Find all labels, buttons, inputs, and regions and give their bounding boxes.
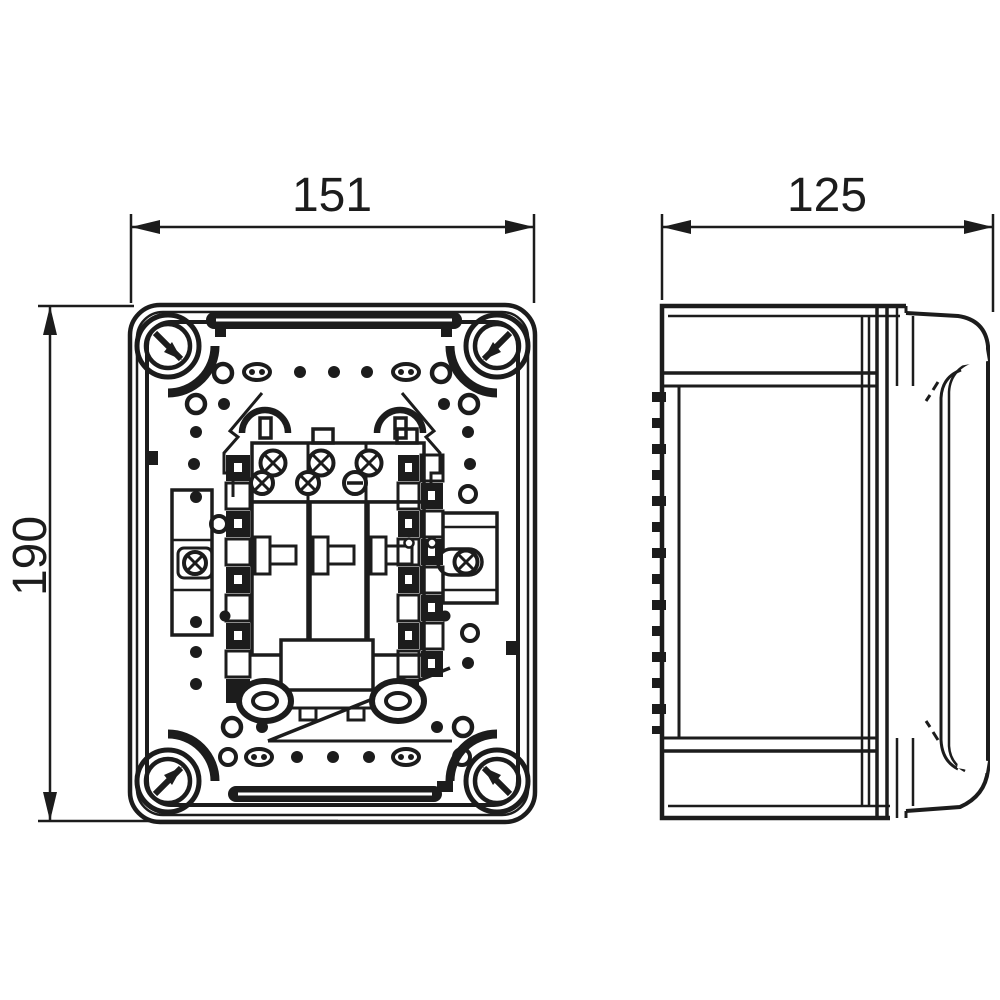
diagonal-brace: [267, 666, 451, 743]
corner-screw-bottom-right: [463, 747, 531, 815]
corner-screw-top-right: [463, 312, 531, 380]
lid-profile: [904, 306, 990, 818]
lid-seam-lines: [860, 306, 915, 818]
lid-latch-top: [957, 349, 988, 366]
wall-notch-right: [506, 641, 517, 655]
arrowhead-left: [662, 220, 691, 234]
arrowhead-right: [505, 220, 534, 234]
din-rail-left: [170, 488, 214, 637]
side-view: [652, 303, 990, 821]
switch-pole: [308, 500, 368, 657]
lower-band: [285, 688, 377, 710]
dimension-height-value: 190: [4, 516, 57, 596]
arc-chamber-plate: [279, 638, 375, 692]
mounting-foot-right: [369, 678, 427, 724]
hidden-edge-dashes: [924, 381, 940, 741]
zigzag-right: [400, 392, 442, 497]
enclosure-outline: [127, 302, 538, 825]
dimension-depth-value: 125: [787, 169, 867, 222]
mounting-ear-left: [238, 406, 292, 440]
arrowhead-top: [43, 306, 57, 335]
lid-seam-band-top: [206, 312, 462, 337]
corner-screw-bottom-left: [134, 747, 202, 815]
corner-screw-top-left: [134, 312, 202, 380]
front-view: [127, 302, 538, 825]
lid-latch-bottom: [957, 756, 988, 773]
arrowhead-left: [131, 220, 160, 234]
mounting-foot-left: [236, 678, 294, 724]
arrowhead-bottom: [43, 792, 57, 821]
dimension-width: 151: [129, 169, 536, 303]
dimension-height: 190: [4, 304, 338, 823]
lid-seam-band-bottom: [228, 781, 453, 802]
terminal-block-right: [396, 453, 445, 703]
terminal-block-left: [224, 455, 252, 703]
terminal-screws: [249, 448, 384, 496]
switch-pole: [250, 500, 310, 657]
dimension-width-value: 151: [292, 169, 372, 222]
hinge-tab-strip: [652, 392, 666, 734]
base-outline: [659, 303, 906, 821]
arrowhead-right: [964, 220, 993, 234]
din-rail-right: [436, 511, 499, 605]
dimension-depth: 125: [660, 169, 995, 312]
wall-notch-left: [147, 451, 158, 465]
lid-handle-channel: [939, 368, 962, 771]
